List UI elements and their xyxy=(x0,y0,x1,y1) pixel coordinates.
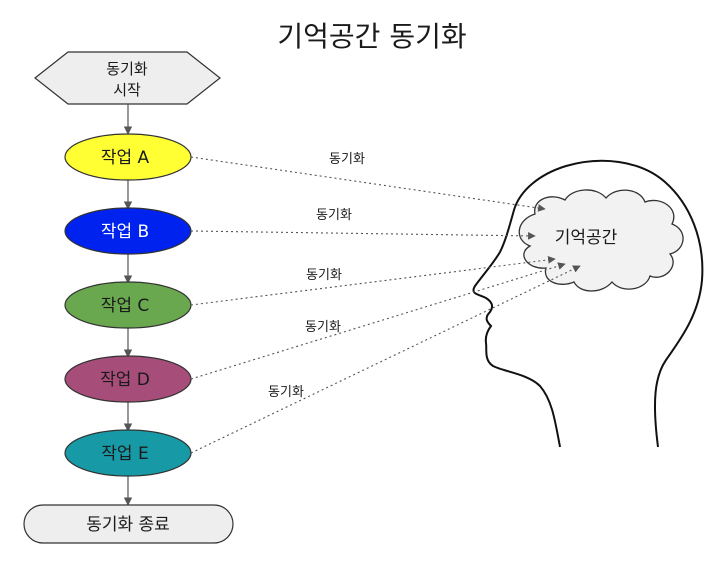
task-a: 작업 A xyxy=(65,134,191,180)
sync-label-a: 동기화 xyxy=(329,152,365,167)
diagram-title: 기억공간 동기화 xyxy=(277,20,466,53)
sync-labels: 동기화 동기화 동기화 동기화 동기화 xyxy=(268,152,365,400)
start-node: 동기화 시작 xyxy=(35,52,220,104)
sync-arrow-e xyxy=(191,266,580,453)
task-e-label: 작업 E xyxy=(101,444,148,464)
memory-label: 기억공간 xyxy=(555,228,618,248)
task-d-label: 작업 D xyxy=(100,370,150,390)
end-label: 동기화 종료 xyxy=(86,515,170,535)
task-b-label: 작업 B xyxy=(101,222,149,242)
start-label-line1: 동기화 xyxy=(106,60,148,78)
task-a-label: 작업 A xyxy=(101,148,150,168)
task-d: 작업 D xyxy=(65,356,191,402)
sync-label-c: 동기화 xyxy=(306,268,342,283)
sync-label-e: 동기화 xyxy=(268,385,304,400)
sync-arrow-a xyxy=(191,157,545,209)
sync-label-d: 동기화 xyxy=(305,320,341,335)
end-node: 동기화 종료 xyxy=(24,505,233,543)
task-c-label: 작업 C xyxy=(101,296,150,316)
sync-arrow-c xyxy=(191,259,555,305)
task-b: 작업 B xyxy=(65,208,191,254)
sync-arrows xyxy=(191,157,580,453)
task-c: 작업 C xyxy=(65,282,191,328)
memory-cloud: 기억공간 xyxy=(519,190,683,291)
sync-arrow-b xyxy=(191,231,535,236)
sync-arrow-d xyxy=(191,264,565,379)
sync-label-b: 동기화 xyxy=(316,208,352,223)
task-e: 작업 E xyxy=(65,430,191,476)
start-label-line2: 시작 xyxy=(113,81,141,99)
